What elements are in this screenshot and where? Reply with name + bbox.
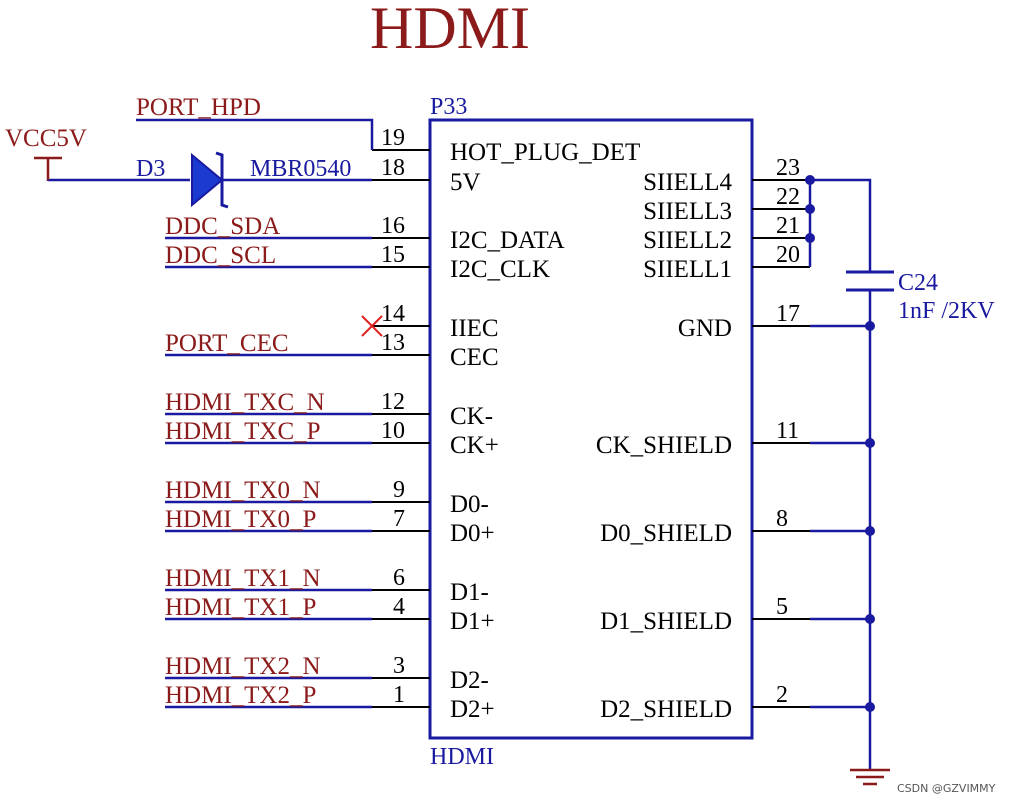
ground-symbol xyxy=(850,768,890,786)
net-label-hdmi-txc-p: HDMI_TXC_P xyxy=(165,418,321,445)
pin-name-5v: 5V xyxy=(450,169,481,196)
pin-num-1: 1 xyxy=(393,682,405,708)
left-pin-stubs xyxy=(372,149,430,708)
vcc-power-symbol xyxy=(34,156,62,180)
pin-num-4: 4 xyxy=(393,594,405,620)
pin-name-shell1: SIIELL1 xyxy=(643,256,732,283)
right-pin-stubs xyxy=(752,179,810,708)
diode-value: MBR0540 xyxy=(250,156,351,182)
capacitor-value: 1nF /2KV xyxy=(898,298,995,324)
pin-name-shell4: SIIELL4 xyxy=(643,169,732,196)
pin-name-d0-shield: D0_SHIELD xyxy=(600,520,732,547)
pin-name-ck-minus: CK- xyxy=(450,403,493,430)
connector-body xyxy=(428,118,754,740)
junction-dots xyxy=(805,175,875,712)
pin-num-18: 18 xyxy=(381,155,405,181)
watermark: CSDN @GZVIMMY xyxy=(897,782,996,795)
pin-num-19: 19 xyxy=(381,125,405,151)
pin-name-d2-shield: D2_SHIELD xyxy=(600,696,732,723)
pin-num-15: 15 xyxy=(381,242,405,268)
pin-name-d2-minus: D2- xyxy=(450,667,489,694)
pin-name-ck-plus: CK+ xyxy=(450,432,499,459)
pin-name-ck-shield: CK_SHIELD xyxy=(596,432,732,459)
pin-name-d1-plus: D1+ xyxy=(450,608,495,635)
pin-num-5: 5 xyxy=(776,594,788,620)
pin-name-i2c-clk: I2C_CLK xyxy=(450,256,550,283)
capacitor-designator: C24 xyxy=(898,270,938,296)
pin-num-13: 13 xyxy=(381,330,405,356)
diagram-title: HDMI xyxy=(370,0,530,61)
left-wires xyxy=(48,118,374,709)
net-label-hdmi-tx2-n: HDMI_TX2_N xyxy=(165,653,321,680)
vcc5v-label: VCC5V xyxy=(5,125,87,152)
pin-num-23: 23 xyxy=(776,155,800,181)
pin-num-12: 12 xyxy=(381,389,405,415)
pin-name-gnd: GND xyxy=(678,315,732,342)
pin-name-d2-plus: D2+ xyxy=(450,696,495,723)
pin-num-9: 9 xyxy=(393,477,405,503)
diode-symbol xyxy=(191,151,229,209)
pin-num-20: 20 xyxy=(776,242,800,268)
pin-name-i2c-data: I2C_DATA xyxy=(450,227,565,254)
pin-num-17: 17 xyxy=(776,301,800,327)
pin-num-21: 21 xyxy=(776,213,800,239)
net-label-hdmi-tx2-p: HDMI_TX2_P xyxy=(165,682,316,709)
pin-num-10: 10 xyxy=(381,418,405,444)
pin-num-16: 16 xyxy=(381,213,405,239)
net-label-port-hpd: PORT_HPD xyxy=(136,94,261,121)
pin-name-hot-plug-det: HOT_PLUG_DET xyxy=(450,139,640,166)
pin-name-shell2: SIIELL2 xyxy=(643,227,732,254)
net-label-port-cec: PORT_CEC xyxy=(165,330,289,357)
part-designator: P33 xyxy=(430,94,467,120)
capacitor-symbol xyxy=(846,270,894,292)
pin-num-7: 7 xyxy=(393,506,405,532)
pin-num-6: 6 xyxy=(393,565,405,591)
pin-num-22: 22 xyxy=(776,184,800,210)
net-label-ddc-scl: DDC_SCL xyxy=(165,242,276,269)
pin-name-d0-plus: D0+ xyxy=(450,520,495,547)
net-label-hdmi-txc-n: HDMI_TXC_N xyxy=(165,389,325,416)
pin-name-cec: CEC xyxy=(450,344,499,371)
net-label-hdmi-tx1-p: HDMI_TX1_P xyxy=(165,594,316,621)
net-label-hdmi-tx0-n: HDMI_TX0_N xyxy=(165,477,321,504)
net-label-ddc-sda: DDC_SDA xyxy=(165,213,280,240)
diode-designator: D3 xyxy=(136,156,165,182)
part-name: HDMI xyxy=(430,744,494,770)
pin-num-8: 8 xyxy=(776,506,788,532)
no-connect-mark xyxy=(361,315,383,337)
net-label-hdmi-tx0-p: HDMI_TX0_P xyxy=(165,506,316,533)
pin-name-d1-minus: D1- xyxy=(450,579,489,606)
pin-num-2: 2 xyxy=(776,682,788,708)
pin-name-d1-shield: D1_SHIELD xyxy=(600,608,732,635)
pin-name-shell3: SIIELL3 xyxy=(643,198,732,225)
pin-num-3: 3 xyxy=(393,653,405,679)
pin-num-11: 11 xyxy=(776,418,799,444)
pin-num-14: 14 xyxy=(381,301,405,327)
pin-name-iiec: IIEC xyxy=(450,315,499,342)
net-label-hdmi-tx1-n: HDMI_TX1_N xyxy=(165,565,321,592)
right-wires xyxy=(808,178,872,770)
pin-name-d0-minus: D0- xyxy=(450,491,489,518)
